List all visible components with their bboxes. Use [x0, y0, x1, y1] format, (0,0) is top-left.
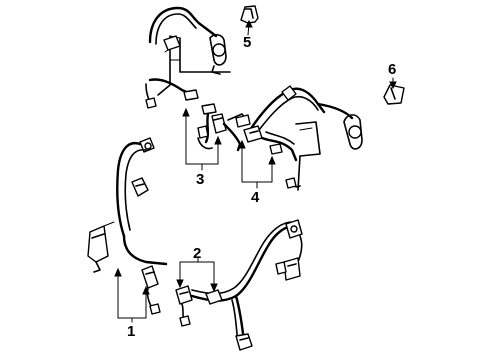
leader-1	[114, 267, 150, 323]
leader-3	[182, 107, 222, 171]
part-2-rear-lap-belt	[175, 219, 303, 351]
part-4-rear-belt-right	[243, 85, 363, 189]
part-5-trim-cover	[240, 5, 259, 36]
callout-6-label: 6	[388, 61, 396, 78]
leader-2	[176, 257, 218, 293]
callout-2-label: 2	[193, 245, 201, 262]
callout-5-label: 5	[243, 34, 251, 51]
part-6-bracket	[383, 77, 405, 105]
callout-1-label: 1	[127, 323, 135, 340]
part-rear-belt-left-upper	[145, 6, 227, 109]
part-1-front-belt-left	[87, 137, 168, 315]
part-3-center-buckles	[197, 103, 251, 152]
callout-4-label: 4	[251, 189, 260, 206]
callout-3-label: 3	[196, 171, 204, 188]
rear-seat-back-right	[295, 121, 321, 191]
leader-4	[238, 139, 276, 189]
